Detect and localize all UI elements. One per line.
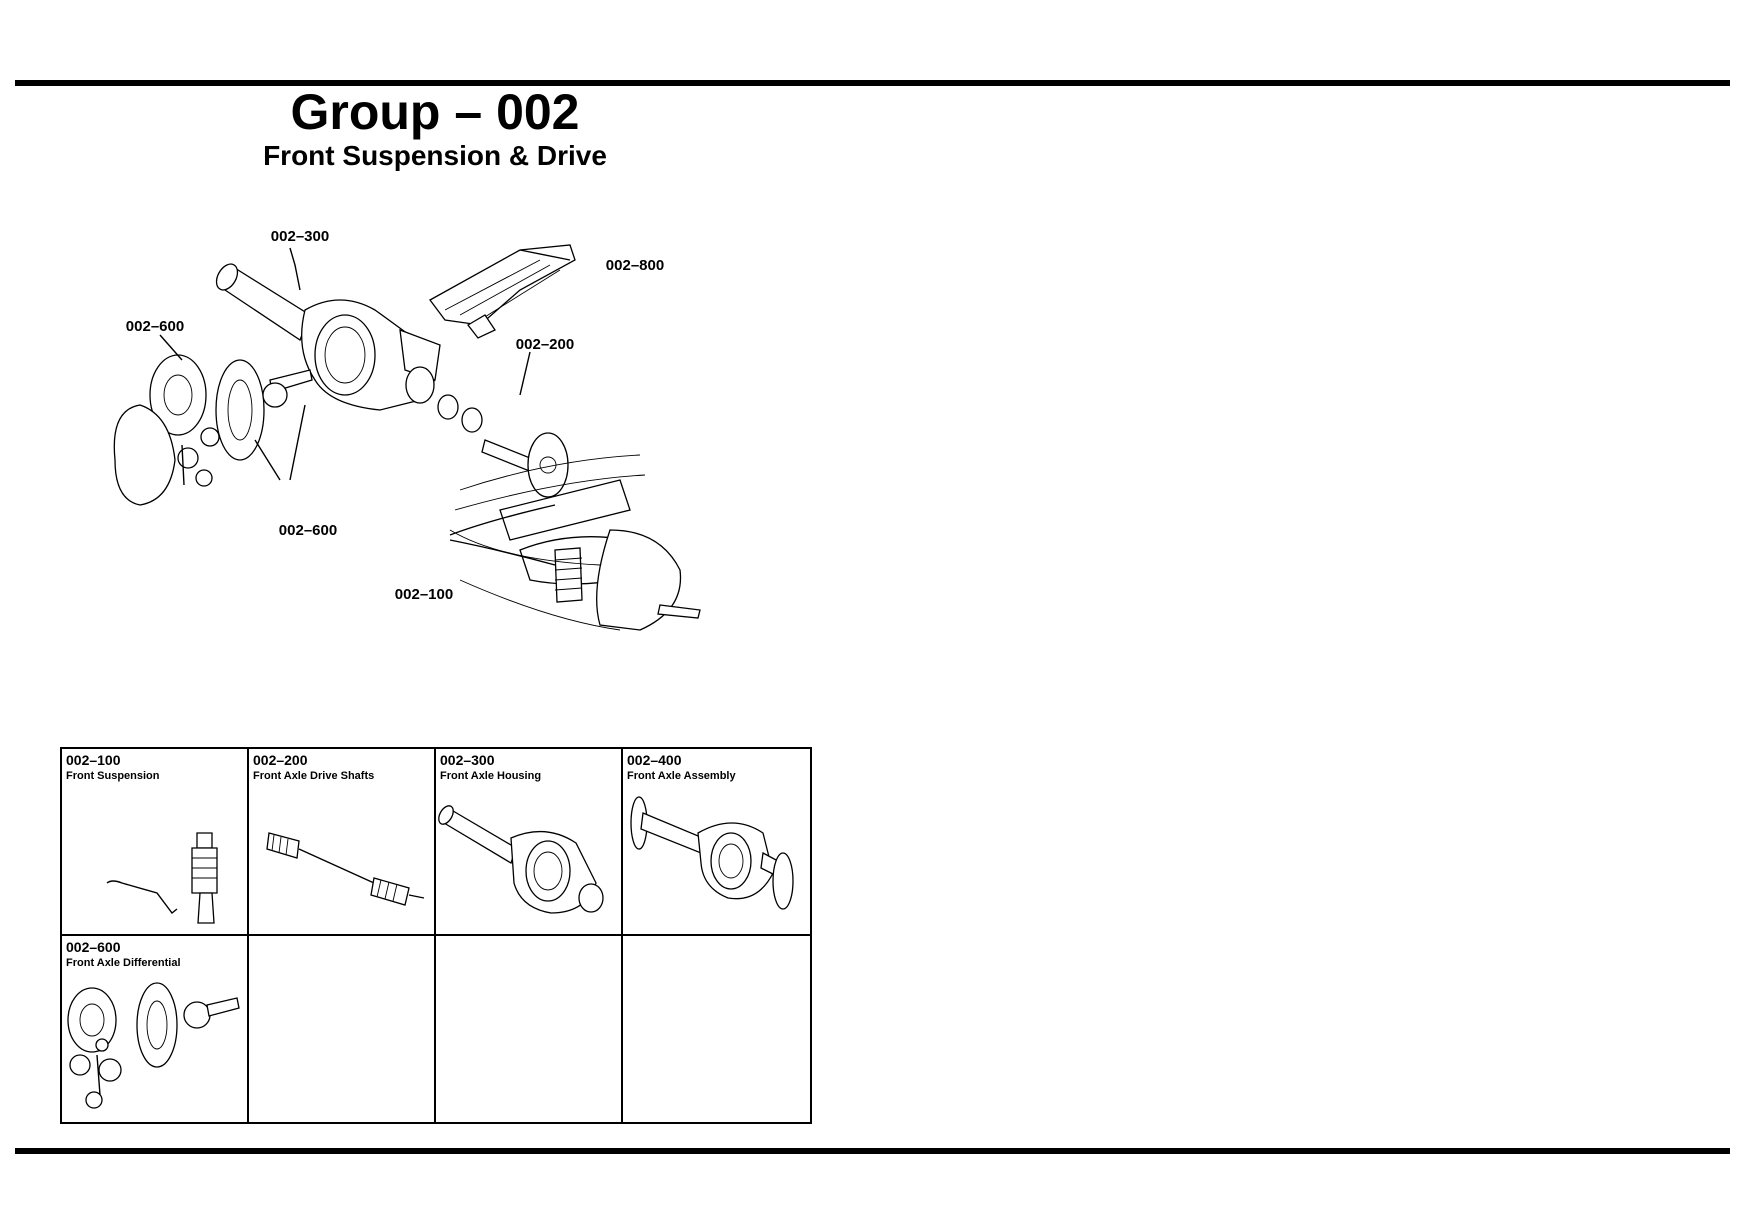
front-suspension-thumbnail [106,832,218,924]
axle-assembly-thumbnail [630,796,794,910]
index-code: 002–600 [66,938,121,955]
index-name: Front Suspension [66,770,160,782]
callout-002-800: 002–800 [606,257,664,274]
differential-illustration [113,354,313,506]
group-title: Group – 002 [290,84,580,140]
index-name: Front Axle Differential [66,956,181,969]
index-name: Front Axle Drive Shafts [253,770,375,782]
exploded-parts-diagram: 002–300 002–800 002–600 002–200 002–600 … [113,230,701,631]
drive-shaft-thumbnail [266,832,425,906]
index-cell-002-600[interactable]: 002–600 Front Axle Differential [62,935,249,1122]
leader-002-300 [289,247,301,291]
drive-shaft-illustration [437,394,569,498]
axle-housing-thumbnail [438,805,604,914]
callout-002-600-bottom: 002–600 [279,522,337,539]
leader-002-200 [519,351,531,396]
callout-002-300: 002–300 [271,230,329,245]
axle-housing-illustration [215,263,441,411]
group-subtitle: Front Suspension & Drive [263,140,607,171]
index-name: Front Axle Housing [440,770,542,782]
group-index-grid: 002–100 Front Suspension 002–200 Front A… [60,747,812,1124]
leader-002-800 [519,249,571,261]
leader-002-600-b [254,404,306,481]
leader-002-100 [449,504,556,566]
index-cell-002-100[interactable]: 002–100 Front Suspension [62,749,249,936]
callout-002-200: 002–200 [516,336,574,353]
index-cell-002-200[interactable]: 002–200 Front Axle Drive Shafts [249,749,436,936]
differential-thumbnail [67,981,240,1109]
index-cell-empty [249,935,436,1122]
index-cell-002-400[interactable]: 002–400 Front Axle Assembly [623,749,810,936]
index-code: 002–400 [627,752,682,768]
callout-002-100: 002–100 [395,586,453,603]
index-code: 002–100 [66,752,121,768]
top-rule [15,80,1730,86]
index-cell-002-300[interactable]: 002–300 Front Axle Housing [436,749,623,936]
callout-002-600-top: 002–600 [126,318,184,335]
skid-plate-illustration [429,244,576,339]
suspension-illustration [449,454,701,631]
index-code: 002–300 [440,752,495,768]
index-cell-empty [436,935,623,1122]
bottom-rule [15,1148,1730,1154]
index-cell-empty [623,936,810,1123]
index-code: 002–200 [253,752,308,768]
index-name: Front Axle Assembly [627,770,736,782]
leader-002-600-a [159,334,183,361]
